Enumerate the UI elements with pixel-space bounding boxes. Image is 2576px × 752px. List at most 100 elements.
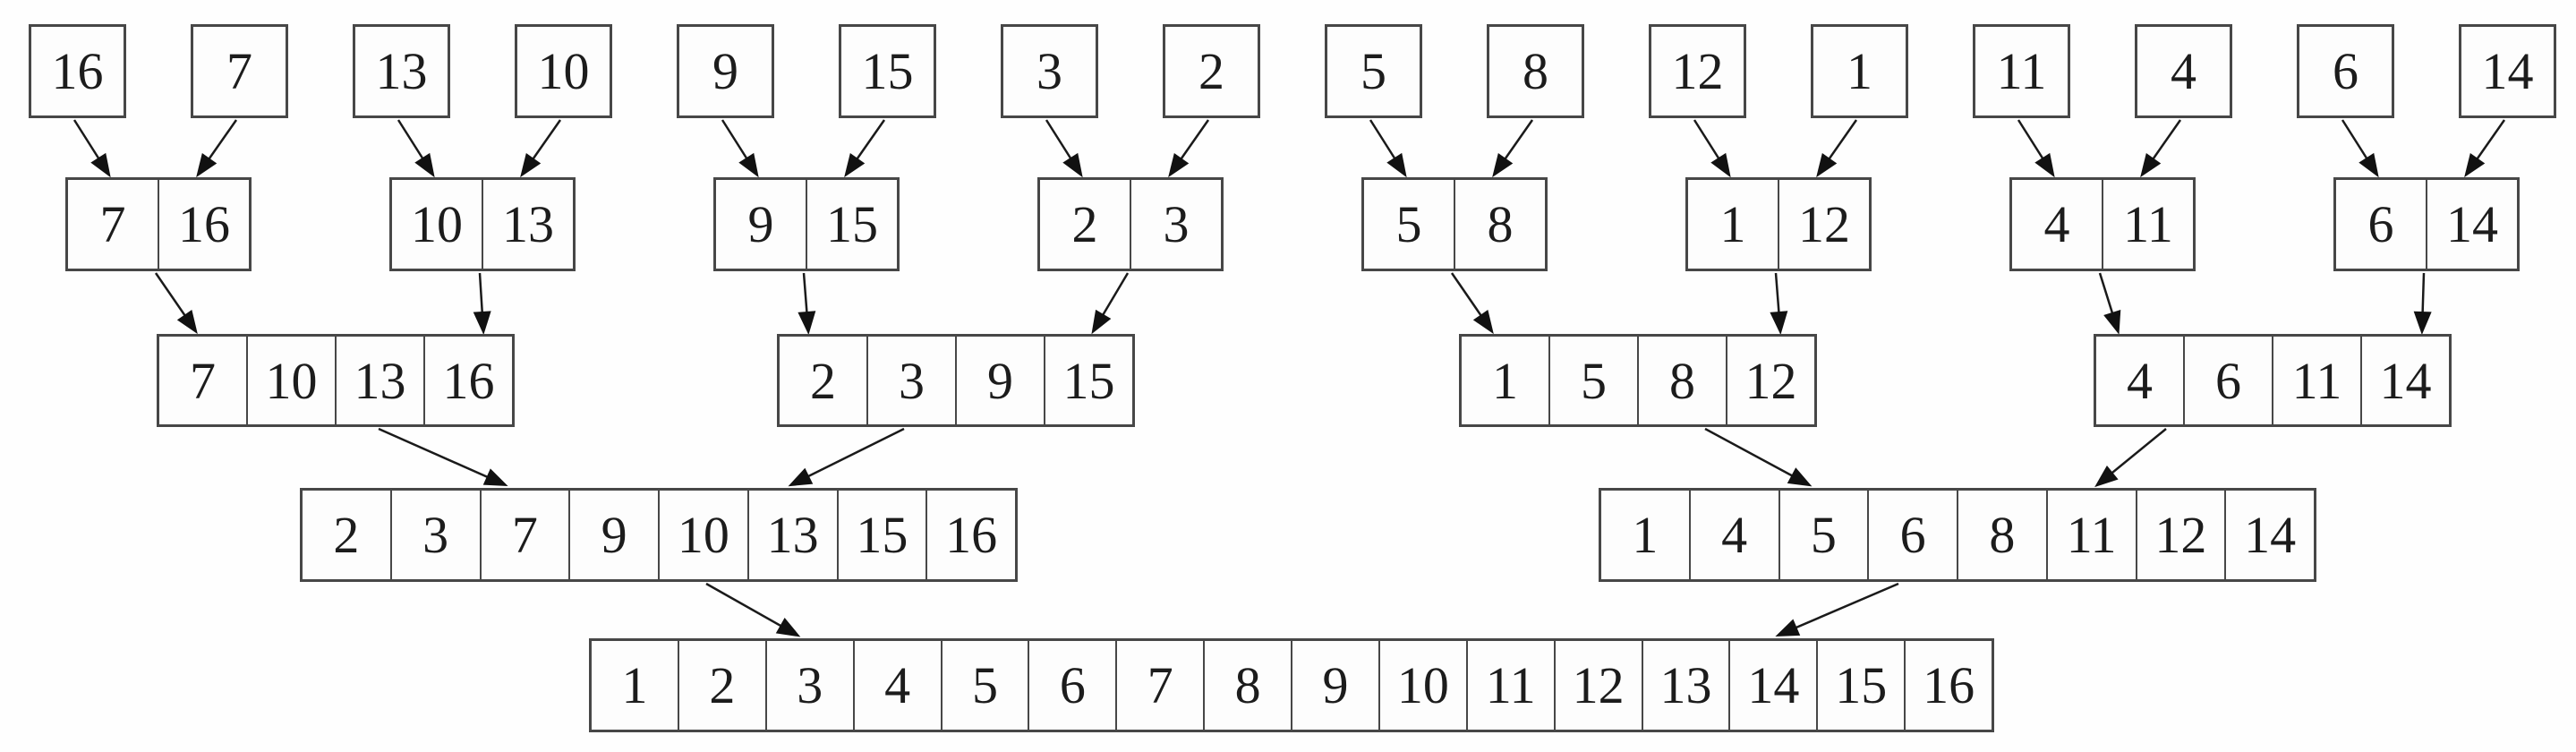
level-1-array: 1	[1811, 24, 1908, 118]
merge-arrow	[2464, 119, 2506, 178]
array-cell: 1	[1492, 351, 1518, 410]
array-cell: 12	[1553, 641, 1642, 730]
array-cell: 16	[423, 337, 512, 424]
merge-arrow	[196, 119, 238, 178]
array-cell: 13	[482, 180, 573, 269]
array-cell: 14	[1728, 641, 1816, 730]
array-cell: 3	[1130, 180, 1221, 269]
array-cell: 1	[1847, 42, 1872, 100]
merge-arrow	[154, 272, 198, 335]
level-2-array: 10 13	[389, 177, 576, 271]
level-1-array: 3	[1001, 24, 1098, 118]
array-cell: 3	[1036, 42, 1062, 100]
merge-arrow	[1775, 582, 1899, 637]
array-cell: 2	[810, 351, 836, 410]
merge-arrow	[705, 582, 801, 637]
array-cell: 3	[866, 337, 955, 424]
array-cell: 6	[2333, 42, 2358, 100]
array-cell: 4	[2043, 195, 2070, 253]
merge-arrow	[844, 119, 886, 178]
merge-arrow	[798, 272, 816, 335]
array-cell: 13	[746, 491, 837, 579]
merge-arrow	[1770, 272, 1788, 335]
level-1-array: 5	[1325, 24, 1422, 118]
array-cell: 15	[861, 42, 914, 100]
array-cell: 9	[955, 337, 1044, 424]
array-cell: 12	[1726, 337, 1814, 424]
array-cell: 5	[1778, 491, 1868, 579]
level-1-array: 11	[1973, 24, 2070, 118]
level-1-array: 10	[515, 24, 612, 118]
array-cell: 12	[2135, 491, 2225, 579]
level-1-array: 12	[1649, 24, 1746, 118]
array-cell: 15	[1044, 337, 1132, 424]
array-cell: 14	[2360, 337, 2449, 424]
merge-arrow	[2140, 119, 2182, 178]
level-1-array: 8	[1487, 24, 1584, 118]
array-cell: 6	[2367, 195, 2394, 253]
array-cell: 5	[940, 641, 1028, 730]
level-1-array: 6	[2297, 24, 2394, 118]
array-cell: 13	[375, 42, 428, 100]
level-2-array: 1 12	[1685, 177, 1872, 271]
merge-arrow	[2098, 272, 2121, 335]
array-cell: 14	[2224, 491, 2314, 579]
array-cell: 16	[51, 42, 104, 100]
array-cell: 1	[1719, 195, 1746, 253]
array-cell: 11	[2272, 337, 2360, 424]
array-cell: 14	[2481, 42, 2534, 100]
array-cell: 12	[1778, 180, 1869, 269]
array-cell: 7	[226, 42, 252, 100]
array-cell: 10	[411, 195, 463, 253]
array-cell: 13	[335, 337, 423, 424]
array-cell: 9	[712, 42, 738, 100]
level-1-array: 15	[839, 24, 936, 118]
array-cell: 7	[479, 491, 569, 579]
array-cell: 16	[925, 491, 1015, 579]
array-cell: 16	[1904, 641, 1992, 730]
level-1-array: 16	[29, 24, 126, 118]
merge-arrow	[378, 427, 508, 487]
array-cell: 11	[2045, 491, 2136, 579]
merge-arrow	[788, 427, 905, 487]
array-cell: 5	[1395, 195, 1422, 253]
array-cell: 8	[1523, 42, 1548, 100]
array-cell: 8	[1203, 641, 1291, 730]
array-cell: 6	[1867, 491, 1957, 579]
merge-arrow	[2017, 119, 2055, 178]
level-1-array: 13	[353, 24, 450, 118]
array-cell: 10	[537, 42, 590, 100]
array-cell: 5	[1548, 337, 1637, 424]
array-cell: 11	[1996, 42, 2047, 100]
merge-arrow	[721, 119, 759, 178]
level-1-array: 7	[191, 24, 288, 118]
array-cell: 2	[1071, 195, 1098, 253]
merge-arrow	[1450, 272, 1494, 335]
merge-arrow	[1704, 427, 1813, 487]
array-cell: 2	[677, 641, 765, 730]
merge-arrow	[2094, 428, 2167, 488]
array-cell: 7	[99, 195, 126, 253]
array-cell: 13	[1641, 641, 1729, 730]
array-cell: 1	[621, 656, 648, 714]
merge-arrow	[520, 119, 562, 178]
array-cell: 5	[1361, 42, 1386, 100]
merge-arrow	[1816, 119, 1858, 178]
array-cell: 10	[658, 491, 747, 579]
array-cell: 15	[1816, 641, 1904, 730]
merge-arrow	[1091, 272, 1130, 335]
array-cell: 3	[764, 641, 853, 730]
array-cell: 2	[1198, 42, 1224, 100]
merge-arrow	[73, 119, 111, 178]
array-cell: 16	[158, 180, 249, 269]
merge-arrow	[473, 272, 491, 335]
